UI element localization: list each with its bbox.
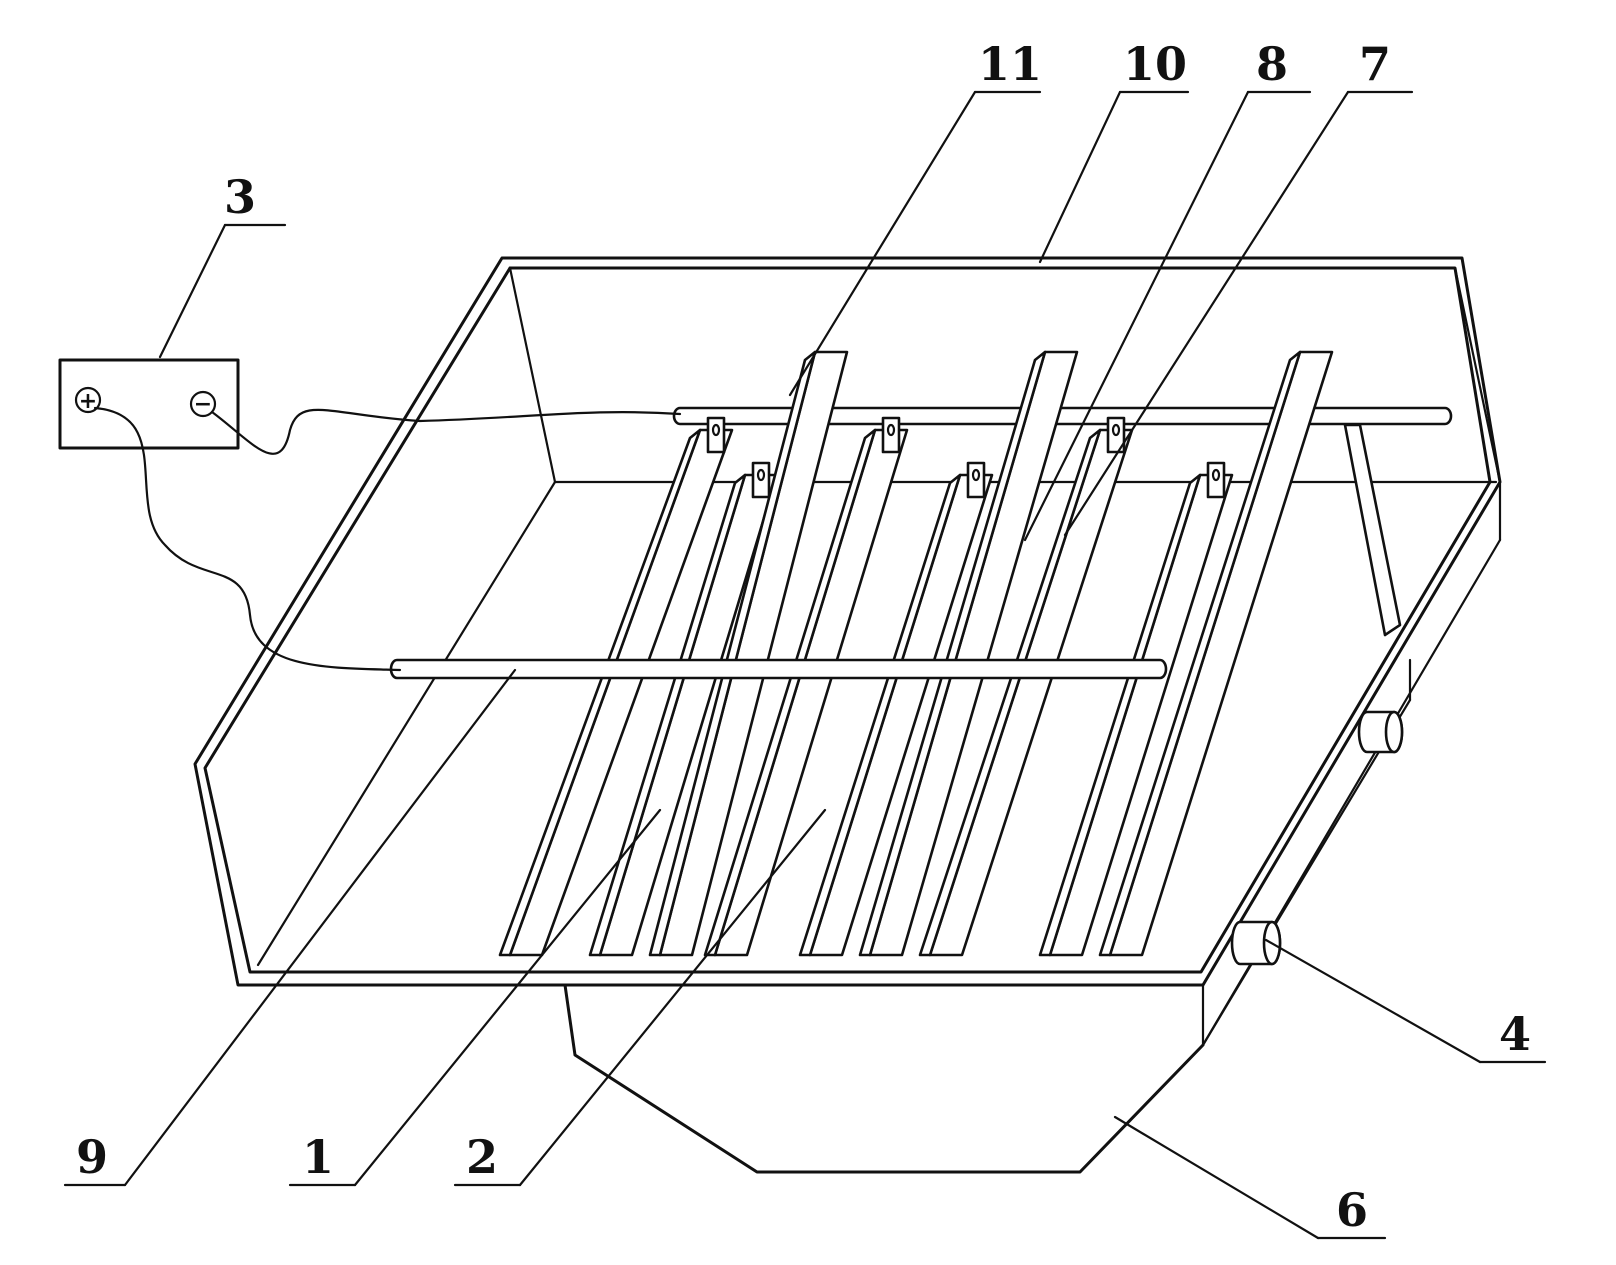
lug-hole [886,423,896,437]
callout-11: 11 [978,37,1042,91]
callout-leaders [63,90,1547,1240]
callout-labels: 3 11 10 8 7 4 6 9 1 2 [76,37,1531,1237]
lug-hole [1211,468,1221,482]
hopper-outline [563,983,1205,1174]
lug-hole [756,468,766,482]
plate-edge [918,428,1102,957]
callout-9: 9 [76,1130,108,1184]
plate-edge [798,473,962,957]
upper-pipe [1357,710,1404,754]
negative-terminal-symbol: − [194,392,212,417]
electrode-plates [498,350,1334,957]
sludge-hopper [563,658,1412,1174]
callout-2: 2 [466,1130,498,1184]
lug-hole [711,423,721,437]
plate-edge [588,473,747,957]
callout-4: 4 [1499,1007,1531,1061]
plate-edge [1098,350,1302,957]
callout-7: 7 [1359,37,1391,91]
back-conductive-rod [672,406,1453,426]
lower-pipe [1230,920,1282,966]
outlet-pipes [1230,710,1404,966]
negative-wire [210,408,682,455]
power-supply-box [58,358,240,450]
positive-terminal-icon [74,386,102,414]
plate-edge [648,350,817,957]
plate-edge [858,350,1047,957]
plate-edge [703,428,877,957]
lug-hole [1111,423,1121,437]
positive-terminal-symbol: + [79,389,97,414]
positive-wire [93,406,402,672]
right-wall-bracket [1343,423,1402,637]
callout-1: 1 [302,1130,334,1184]
callout-3: 3 [224,170,256,224]
anode-bus-bar [389,658,1168,680]
callout-6: 6 [1336,1183,1368,1237]
tank-back-left-edge [508,266,557,484]
cathode-bus-bar [672,406,1453,426]
tank-right-wall [1453,266,1502,484]
power-supply: + − [58,358,682,672]
hopper-right-edge [1201,698,1412,1047]
plate-edge [498,428,702,957]
tank-floor-left-edge [256,480,557,967]
callout-10: 10 [1123,37,1187,91]
callout-8: 8 [1256,37,1288,91]
front-conductive-rod [389,658,1168,680]
plate-edge [1038,473,1202,957]
lug-hole [971,468,981,482]
negative-terminal-icon [189,390,217,418]
